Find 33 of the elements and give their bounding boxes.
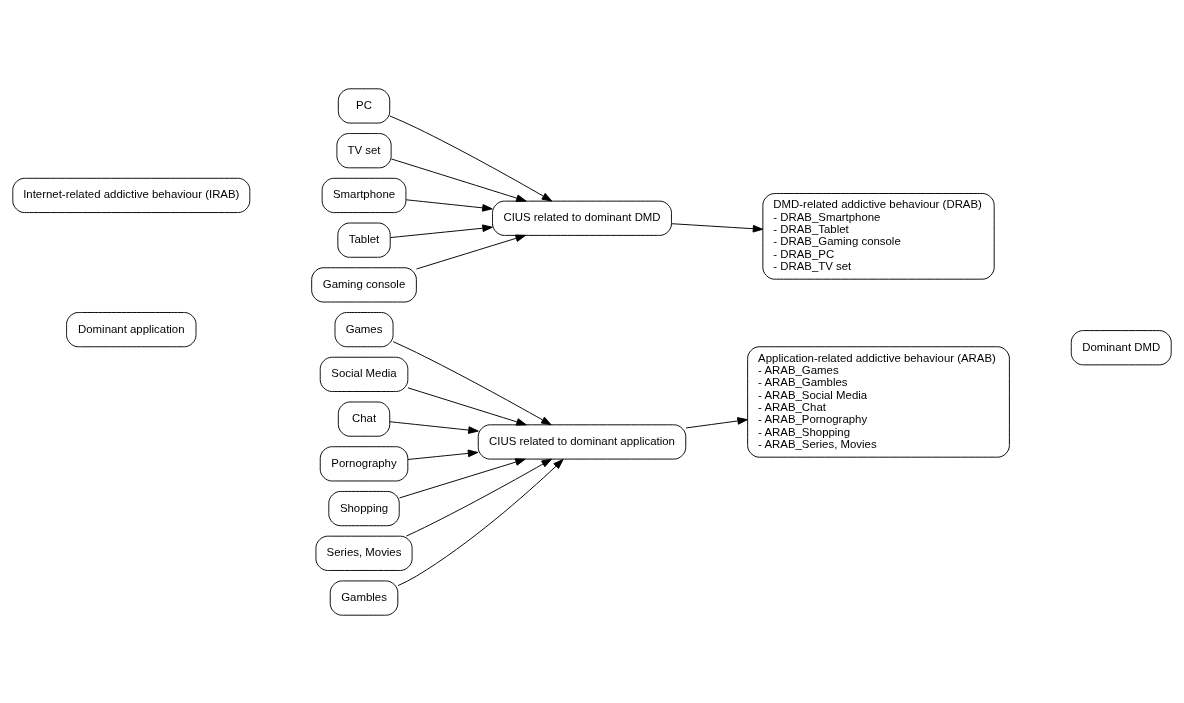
arrow [389, 114, 553, 201]
arrow [407, 386, 527, 426]
arrow [390, 223, 493, 238]
node-box: Application-related addictive behaviour (ARAB) - ARAB_Games - ARAB_Gambles - ARAB_Social Media - ARAB_Chat - ARAB_Pornography - ARAB_Shopping - ARAB_Series, Movies [747, 345, 1010, 458]
node-box: DMD-related addictive behaviour (DRAB) - DRAB_Smartphone - DRAB_Tablet - DRAB_Gaming console - DRAB_PC - DRAB_TV set [762, 192, 995, 280]
node-box: Dominant application [66, 311, 197, 347]
arrow [407, 449, 479, 460]
node-box: TV set [336, 132, 392, 168]
node-box: Social Media [319, 356, 409, 392]
arrow [392, 340, 552, 425]
node-box: Series, Movies [315, 535, 413, 571]
node-box: Chat [337, 401, 391, 437]
arrow [389, 420, 479, 434]
node-box: Tablet [337, 222, 391, 258]
arrow [399, 457, 526, 498]
arrow [416, 234, 526, 269]
node-box: Pornography [319, 445, 409, 481]
arrow [671, 222, 764, 233]
arrow [405, 458, 552, 537]
arrow [391, 158, 527, 202]
node-box: Smartphone [321, 177, 407, 213]
node-box: Internet-related addictive behaviour (IRAB) [12, 177, 251, 213]
arrow [405, 198, 493, 212]
node-box: Dominant DMD [1070, 329, 1172, 365]
node-box: Gambles [329, 579, 399, 616]
arrow [397, 458, 564, 586]
node-box: CIUS related to dominant application [477, 423, 687, 460]
node-box: Shopping [328, 490, 400, 526]
node-box: Games [334, 311, 394, 347]
node-box: CIUS related to dominant DMD [492, 200, 672, 236]
node-box: PC [337, 87, 391, 124]
node-box: Gaming console [311, 266, 417, 302]
arrow [685, 416, 748, 428]
